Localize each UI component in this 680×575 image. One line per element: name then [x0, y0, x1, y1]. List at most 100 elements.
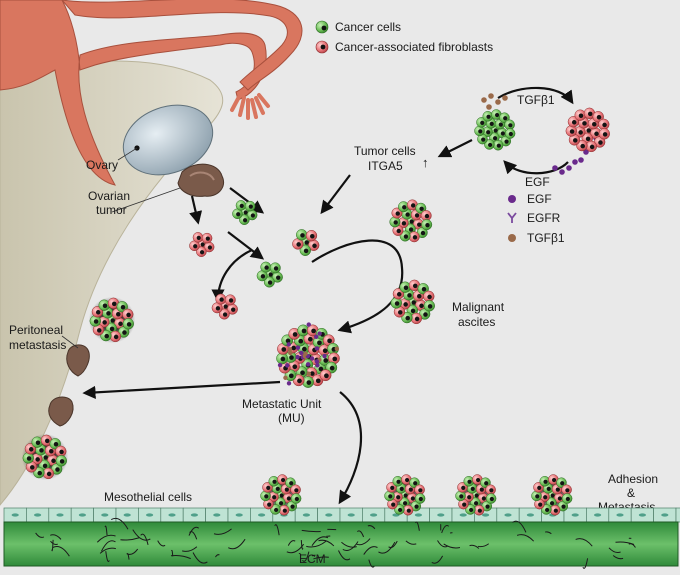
cell-nucleus [480, 488, 484, 492]
cell-nucleus [29, 447, 34, 452]
cell-nucleus [316, 378, 321, 383]
cell-nucleus [509, 132, 513, 136]
cell-nucleus [422, 287, 427, 292]
signal-molecule [287, 342, 291, 346]
cell-nucleus [292, 364, 297, 369]
peritoneal-nodule [49, 397, 73, 426]
cell-nucleus [268, 280, 272, 284]
metastatic-unit [276, 322, 339, 387]
cell-nucleus [281, 478, 285, 482]
ecm-layer [4, 522, 678, 566]
cell-nucleus [462, 503, 466, 507]
cell-nucleus [400, 487, 404, 491]
cell-nucleus [272, 495, 276, 499]
cell-nucleus [97, 328, 102, 333]
cell-nucleus [60, 459, 65, 464]
cell-nucleus [106, 311, 111, 316]
signal-molecule [317, 331, 321, 335]
cell-nucleus [423, 312, 428, 317]
cell-nucleus [49, 449, 54, 454]
cell-nucleus [586, 137, 591, 142]
loop-top-label: TGFβ1 [517, 93, 555, 107]
cell-nucleus [323, 358, 328, 363]
mesothelial-nucleus [12, 513, 19, 516]
cell-nucleus [240, 204, 244, 208]
cell-nucleus [236, 212, 240, 216]
cell-nucleus [223, 312, 227, 316]
mesothelial-cell [676, 508, 680, 522]
cell-nucleus [570, 129, 575, 134]
cell-nucleus [304, 249, 309, 254]
cell-nucleus [289, 481, 293, 485]
tumor-label-2: tumor [96, 203, 127, 217]
cell-nucleus [94, 319, 99, 324]
cell-nucleus [486, 115, 490, 119]
cell-nucleus [578, 130, 583, 135]
cell-nucleus [602, 123, 607, 128]
cell-nucleus [267, 503, 271, 507]
cell-nucleus [552, 478, 556, 482]
cell-nucleus [30, 465, 35, 470]
cell-nucleus [403, 501, 407, 505]
cell-nucleus [323, 348, 328, 353]
cell-nucleus [405, 478, 409, 482]
cell-nucleus [411, 496, 415, 500]
cell-nucleus [312, 244, 317, 249]
cell-nucleus [103, 303, 108, 308]
cell-nucleus [558, 496, 562, 500]
cell-nucleus [486, 130, 490, 134]
cell-nucleus [264, 494, 268, 498]
signal-molecule [306, 362, 310, 366]
signal-molecule [283, 376, 287, 380]
cell-nucleus [545, 508, 549, 512]
cluster-caf-loop [566, 108, 610, 152]
cell-nucleus [45, 439, 50, 444]
mesothelial-nucleus [124, 513, 131, 516]
cell-nucleus [249, 205, 253, 209]
peritoneal-label-2: metastasis [9, 338, 66, 352]
cell-nucleus [396, 211, 400, 215]
cell-nucleus [603, 132, 608, 137]
mesothelial-nucleus [325, 513, 332, 516]
cluster-green-top [232, 200, 257, 224]
cell-nucleus [317, 340, 322, 345]
signal-molecule [287, 381, 291, 385]
cell-nucleus [296, 242, 301, 247]
signal-molecule [315, 359, 319, 363]
cell-nucleus [415, 317, 420, 322]
cell-nucleus [572, 120, 577, 125]
cell-nucleus [428, 304, 433, 309]
cell-nucleus [481, 138, 485, 142]
cell-nucleus [398, 508, 402, 512]
cell-nucleus [419, 207, 423, 211]
signal-molecule [288, 351, 292, 355]
signal-molecule [285, 363, 289, 367]
cell-nucleus [193, 244, 197, 248]
cell-nucleus [543, 495, 547, 499]
cell-nucleus [102, 320, 107, 325]
cell-nucleus [251, 213, 255, 217]
cell-nucleus [39, 448, 44, 453]
mesothelial-nucleus [56, 513, 63, 516]
signal-molecule [299, 351, 303, 355]
cell-nucleus [419, 497, 423, 501]
cell-nucleus [36, 440, 41, 445]
mesothelial-nucleus [258, 513, 265, 516]
adhesion-label-2: & [627, 486, 635, 500]
cell-nucleus [289, 373, 294, 378]
mesothelial-nucleus [482, 513, 489, 516]
cell-nucleus [402, 205, 406, 209]
mesothelial-nucleus [146, 513, 153, 516]
cell-nucleus [59, 450, 64, 455]
cell-nucleus [116, 312, 121, 317]
tumor-cells-label-2: ITGA5 [368, 159, 403, 173]
signal-molecule [314, 335, 318, 339]
cell-nucleus [295, 497, 299, 501]
cell-nucleus [300, 233, 305, 238]
cell-nucleus [488, 143, 492, 147]
malignant-label-2: ascites [458, 315, 495, 329]
cell-nucleus [425, 214, 429, 218]
cell-nucleus [324, 373, 329, 378]
legend: Cancer cells Cancer-associated fibroblas… [316, 20, 565, 245]
